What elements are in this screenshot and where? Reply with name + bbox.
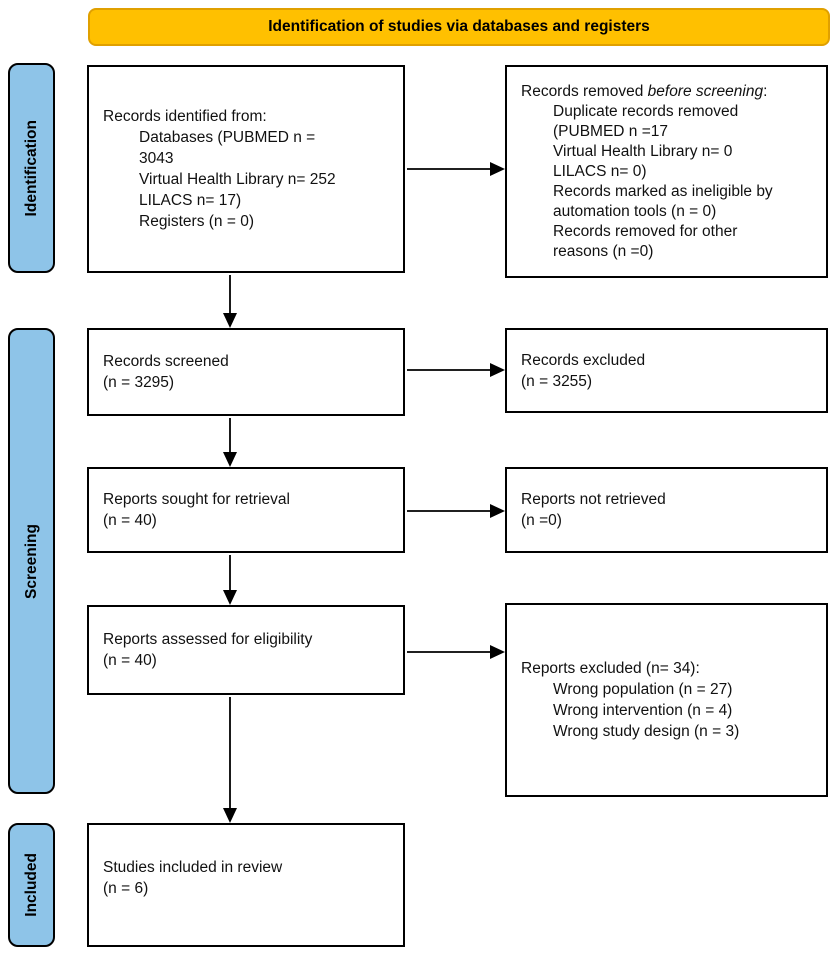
box-line: Registers (n = 0)	[139, 213, 255, 230]
box-title-text: Records removed	[521, 82, 648, 100]
box-line: (n = 40)	[103, 652, 157, 669]
stage-bar-screening: Screening	[8, 328, 55, 794]
box-reports-excluded: Reports excluded (n= 34): Wrong populati…	[505, 603, 828, 797]
stage-label-identification: Identification	[22, 119, 40, 217]
box-line: Records marked as ineligible by	[553, 182, 773, 200]
box-line: Wrong intervention (n = 4)	[553, 702, 733, 719]
box-line: Reports not retrieved	[521, 491, 666, 508]
stage-label-screening: Screening	[22, 523, 40, 599]
stage-bar-identification: Identification	[8, 63, 55, 273]
box-line: LILACS n= 17)	[139, 192, 242, 209]
box-line: Studies included in review	[103, 859, 283, 876]
arrow-sought-to-assessed	[223, 555, 237, 605]
arrow-identified-to-removed	[407, 162, 505, 176]
box-reports-not-retrieved: Reports not retrieved (n =0)	[505, 467, 828, 553]
diagram-title-banner: Identification of studies via databases …	[88, 8, 830, 46]
box-line: Reports sought for retrieval	[103, 491, 290, 508]
box-line: (n = 6)	[103, 880, 149, 897]
arrow-assessed-to-included	[223, 697, 237, 823]
arrow-screened-to-excluded	[407, 363, 505, 377]
box-line: Records screened	[103, 353, 229, 370]
box-records-identified: Records identified from: Databases (PUBM…	[87, 65, 405, 273]
box-line: automation tools (n = 0)	[553, 202, 717, 220]
arrow-assessed-to-reports-excluded	[407, 645, 505, 659]
box-studies-included: Studies included in review (n = 6)	[87, 823, 405, 947]
box-line: Wrong study design (n = 3)	[553, 723, 740, 740]
box-title: Records removed before screening:	[521, 82, 816, 102]
box-line: Databases (PUBMED n =	[139, 129, 316, 146]
box-line: (n = 3295)	[103, 374, 175, 391]
box-line: Duplicate records removed	[553, 102, 739, 120]
box-line: Records removed for other	[553, 222, 738, 240]
box-reports-assessed: Reports assessed for eligibility (n = 40…	[87, 605, 405, 695]
box-records-removed: Records removed before screening: Duplic…	[505, 65, 828, 278]
box-line: Records excluded	[521, 351, 646, 369]
box-line: (n = 3255)	[521, 372, 593, 390]
box-line: 3043	[139, 150, 174, 167]
box-line: (PUBMED n =17	[553, 122, 669, 140]
box-records-screened: Records screened (n = 3295)	[87, 328, 405, 416]
box-records-excluded: Records excluded (n = 3255)	[505, 328, 828, 413]
box-line: Reports assessed for eligibility	[103, 631, 313, 648]
stage-bar-included: Included	[8, 823, 55, 947]
arrow-identified-to-screened	[223, 275, 237, 328]
arrow-sought-to-not-retrieved	[407, 504, 505, 518]
box-title-italic: before screening	[647, 82, 764, 100]
diagram-title: Identification of studies via databases …	[268, 18, 650, 35]
box-line: LILACS n= 0)	[553, 162, 647, 180]
arrow-screened-to-sought	[223, 418, 237, 467]
box-line: reasons (n =0)	[553, 242, 654, 260]
box-title: Records identified from:	[103, 108, 267, 125]
box-line: (n = 40)	[103, 512, 157, 529]
box-line: Virtual Health Library n= 252	[139, 171, 336, 188]
box-reports-sought: Reports sought for retrieval (n = 40)	[87, 467, 405, 553]
box-title: Reports excluded (n= 34):	[521, 660, 700, 677]
box-line: (n =0)	[521, 512, 562, 529]
box-line: Virtual Health Library n= 0	[553, 142, 733, 160]
box-line: Wrong population (n = 27)	[553, 681, 733, 698]
stage-label-included: Included	[22, 853, 40, 917]
box-title-colon: :	[763, 82, 768, 100]
